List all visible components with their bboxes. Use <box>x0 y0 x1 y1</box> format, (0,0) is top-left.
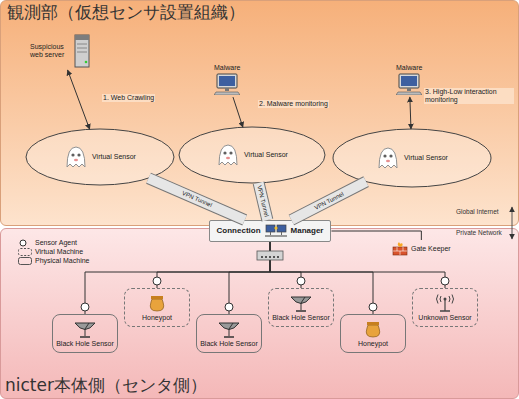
legend: Sensor AgentVirtual MachinePhysical Mach… <box>18 238 89 265</box>
vpn-tunnel <box>149 178 245 220</box>
legend-swatch <box>18 239 32 247</box>
connector <box>270 242 373 314</box>
legend-text: Physical Machine <box>35 256 89 265</box>
sensor-label: Black Hole Sensor <box>200 340 258 348</box>
network-switch <box>257 251 283 260</box>
region-title: 観測部（仮想センサ設置組織） <box>7 2 245 22</box>
blackhole-icon <box>72 320 98 338</box>
sensor-box: Honeypot <box>124 288 190 327</box>
manager-icon <box>265 224 287 238</box>
gate-keeper: Gate Keeper <box>390 240 453 258</box>
connector <box>270 242 301 288</box>
connector <box>270 242 445 288</box>
sensor-agent <box>369 303 377 311</box>
sensor-label: Virtual Sensor <box>92 153 136 161</box>
sensor-label: Unknown Sensor <box>418 314 471 322</box>
sensor-label: Honeypot <box>358 340 388 348</box>
connection-manager: Connection Manager <box>209 220 332 242</box>
sensor-label: Honeypot <box>142 314 172 322</box>
manager-label: Connection <box>217 226 261 235</box>
sensor-label: Virtual Sensor <box>404 154 448 162</box>
edge-label: 3. High-Low interaction monitoring <box>424 88 514 104</box>
legend-text: Sensor Agent <box>35 238 77 247</box>
region-title: nicter本体側（センタ側） <box>5 375 514 395</box>
virtual-sensor: Virtual Sensor <box>332 128 492 188</box>
sensor-box: Black Hole Sensor <box>52 314 118 353</box>
honeypot-icon <box>147 294 167 312</box>
legend-text: Virtual Machine <box>35 247 83 256</box>
legend-entry: Virtual Machine <box>18 247 89 256</box>
connector <box>229 242 270 314</box>
host-machine: Malware <box>212 62 242 97</box>
sensor-label: Black Hole Sensor <box>272 314 330 322</box>
blackhole-icon <box>216 320 242 338</box>
legend-entry: Physical Machine <box>18 256 89 265</box>
connector <box>85 242 270 314</box>
legend-swatch <box>18 248 32 256</box>
host-label: Malware <box>214 64 240 72</box>
boundary-label: Global Internet <box>456 208 499 215</box>
edge-label: 2. Malware monitoring <box>258 100 329 108</box>
virtual-sensor: Virtual Sensor <box>178 126 326 184</box>
server-icon <box>73 34 91 68</box>
sensor-box: Black Hole Sensor <box>196 314 262 353</box>
honeypot-icon <box>363 320 383 338</box>
boundary-label: Private Network <box>456 229 502 236</box>
sensor-agent <box>441 277 449 285</box>
antenna-icon <box>432 294 458 312</box>
pc-icon <box>396 73 422 95</box>
connector <box>233 97 243 127</box>
connector <box>410 97 411 129</box>
edge-label: 1. Web Crawling <box>102 94 155 102</box>
connector <box>157 242 270 288</box>
boundary-arrow <box>512 207 513 239</box>
sensor-box: Honeypot <box>340 314 406 353</box>
sensor-label: Black Hole Sensor <box>56 340 114 348</box>
firewall-icon <box>392 242 408 256</box>
sensor-agent <box>153 277 161 285</box>
sensor-agent <box>297 277 305 285</box>
host-label: Malware <box>396 64 422 72</box>
blackhole-icon <box>288 294 314 312</box>
vpn-tunnel <box>291 182 366 220</box>
sensor-box: Unknown Sensor <box>412 288 478 327</box>
pc-icon <box>214 73 240 95</box>
connector <box>68 70 90 129</box>
sensor-label: Virtual Sensor <box>244 151 288 159</box>
host-machine: Suspicious web server <box>28 32 93 70</box>
virtual-sensor: Virtual Sensor <box>25 128 175 186</box>
host-label: Suspicious web server <box>30 43 70 59</box>
legend-swatch <box>18 257 32 265</box>
sensor-agent <box>225 303 233 311</box>
connector <box>331 231 421 240</box>
host-machine: Malware <box>394 62 424 97</box>
legend-entry: Sensor Agent <box>18 238 89 247</box>
gatekeeper-label: Gate Keeper <box>411 245 451 253</box>
sensor-agent <box>81 303 89 311</box>
sensor-box: Black Hole Sensor <box>268 288 334 327</box>
manager-label: Manager <box>291 226 324 235</box>
